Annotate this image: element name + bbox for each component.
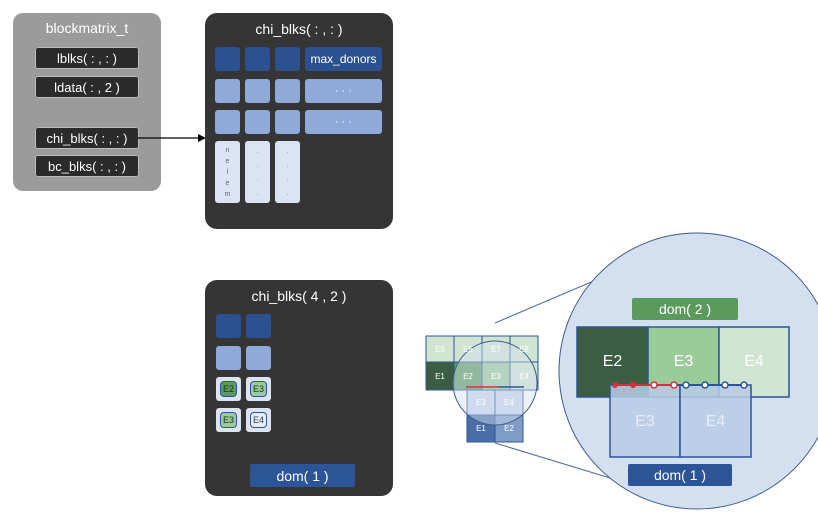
tag-cell: E4: [246, 408, 271, 432]
grid-cell: [275, 110, 300, 134]
mini-e5: E5: [435, 344, 445, 354]
chi-blks-panel: chi_blks( : , : ) max_donors · · · · · ·…: [205, 13, 393, 229]
element-tag-e3: E3: [251, 382, 266, 396]
blockmatrix-title: blockmatrix_t: [45, 20, 129, 36]
zoom-dom1-label: dom( 1 ): [653, 467, 707, 483]
nelem-char: e: [225, 180, 230, 187]
mini-e8: E8: [519, 344, 529, 354]
grid-cell: [215, 47, 240, 71]
zoom-e3: E3: [673, 353, 694, 370]
grid-cell: [216, 314, 241, 338]
blockmatrix-panel: blockmatrix_t lblks( : , : ) ldata( : , …: [13, 13, 161, 191]
nelem-char: m: [224, 191, 231, 198]
element-tag-e2: E2: [221, 382, 236, 396]
mini-e1: E1: [435, 371, 445, 381]
chi-blks-4-2-panel: chi_blks( 4 , 2 ) E2 E3 E3 E4 dom( 1 ): [205, 280, 393, 496]
zoom-e4: E4: [744, 353, 764, 370]
grid-cell: [245, 47, 270, 71]
mini-e2: E2: [463, 371, 473, 381]
grid-cell: [215, 110, 240, 134]
zoom-e3-bottom: E3: [635, 413, 655, 430]
mini-e2-bot: E2: [504, 424, 514, 433]
field-lblks: lblks( : , : ): [35, 47, 139, 69]
dots-column: ····: [245, 141, 270, 203]
field-chi-blks: chi_blks( : , : ): [35, 127, 139, 149]
grid-cell: [275, 79, 300, 103]
dots-cell: · · ·: [305, 110, 382, 134]
mini-e1-bot: E1: [476, 424, 486, 433]
nelem-char: n: [225, 147, 230, 154]
max-donors-cell: max_donors: [305, 47, 382, 71]
zoom-e4-bottom: E4: [705, 413, 726, 430]
grid-cell: [275, 47, 300, 71]
tag-cell: E3: [246, 377, 271, 401]
tag-cell: E2: [216, 377, 241, 401]
pointer-arrow: [138, 134, 206, 142]
grid-cell: [245, 79, 270, 103]
mini-e7: E7: [491, 344, 501, 354]
mini-e4: E4: [519, 371, 529, 381]
mini-e3: E3: [491, 371, 501, 381]
grid-cell: [246, 314, 271, 338]
field-ldata: ldata( : , 2 ): [35, 76, 139, 98]
mini-e4-low: E4: [504, 398, 514, 407]
chi-blks-4-2-title: chi_blks( 4 , 2 ): [251, 288, 347, 304]
dom1-label: dom( 1 ): [250, 464, 355, 487]
grid-cell: [215, 79, 240, 103]
dots-cell: · · ·: [305, 79, 382, 103]
mini-e3-low: E3: [476, 398, 486, 407]
mesh-zoom-illustration: [425, 232, 818, 510]
grid-cell: [246, 346, 271, 370]
field-bc-blks: bc_blks( : , : ): [35, 155, 139, 177]
grid-cell: [245, 110, 270, 134]
element-tag-e3: E3: [221, 413, 236, 427]
nelem-char: l: [226, 169, 229, 176]
element-tag-e4: E4: [251, 413, 266, 427]
chi-blks-title: chi_blks( : , : ): [255, 21, 343, 37]
nelem-char: e: [225, 158, 230, 165]
mini-e6: E6: [463, 344, 473, 354]
dots-column: ····: [275, 141, 300, 203]
nelem-column: n e l e m: [215, 141, 240, 203]
grid-cell: [216, 346, 241, 370]
zoom-dom2-label: dom( 2 ): [658, 301, 712, 317]
tag-cell: E3: [216, 408, 241, 432]
zoom-e2: E2: [602, 353, 623, 370]
